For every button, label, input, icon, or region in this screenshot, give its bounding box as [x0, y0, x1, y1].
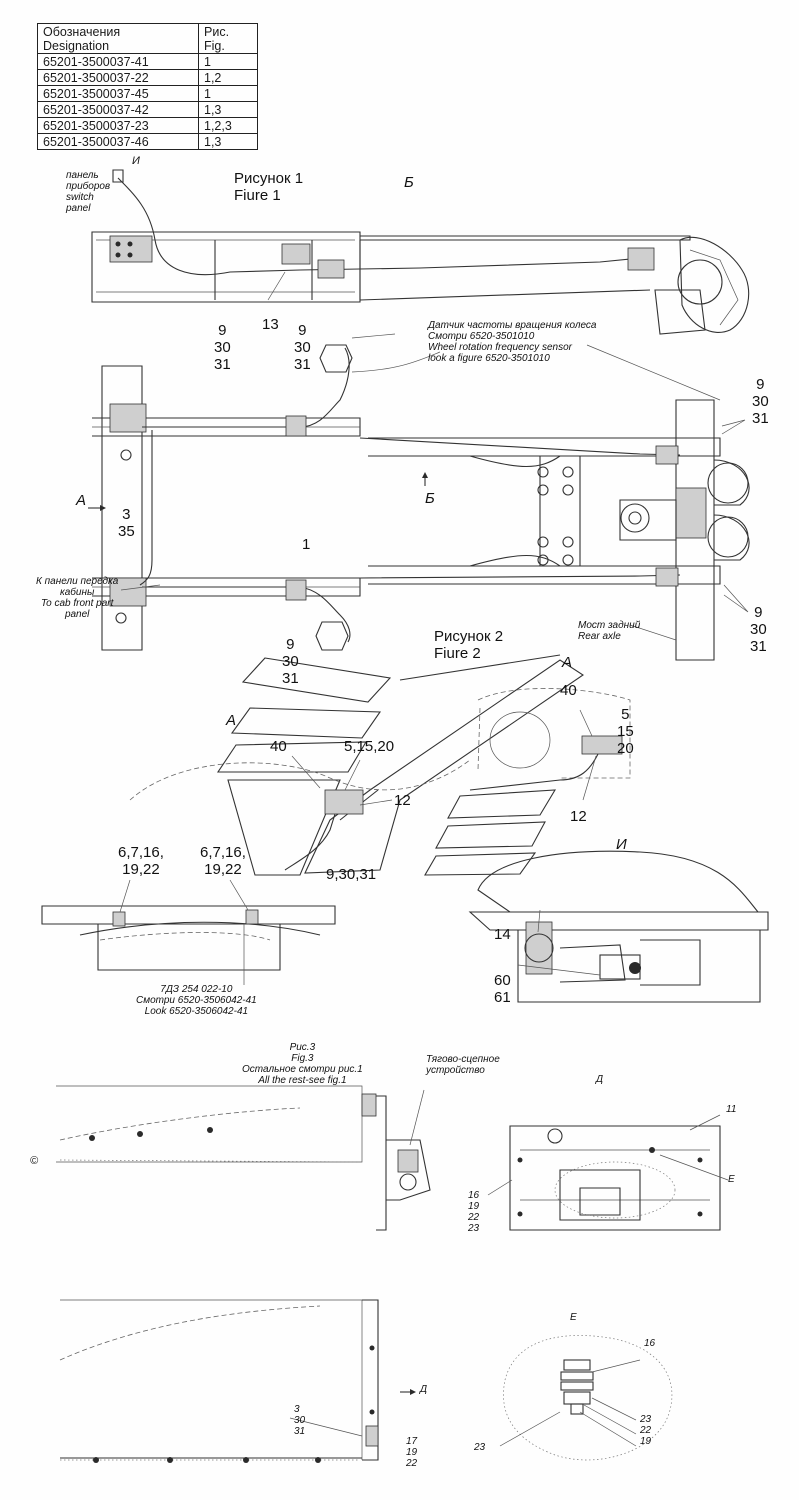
position-5-15-20-right: 5 15 20	[617, 706, 634, 757]
table-row: 65201-3500037-22 1,2	[37, 69, 258, 86]
position-17-19-22: 17 19 22	[406, 1436, 418, 1469]
coupling-label: Тягово-сцепное устройство	[426, 1054, 500, 1076]
fig-cell: 1	[198, 85, 258, 102]
designation-cell: 65201-3500037-23	[37, 117, 199, 134]
designation-cell: 65201-3500037-41	[37, 53, 199, 70]
designation-cell: 65201-3500037-46	[37, 133, 199, 150]
table-row: 65201-3500037-23 1,2,3	[37, 117, 258, 134]
view-a-fig2-right-label: А	[562, 654, 573, 671]
ref-7dz-note: 7ДЗ 254 022-10 Смотри 6520-3506042-41 Lo…	[136, 984, 257, 1017]
position-3-30-31: 3 30 31	[294, 1404, 306, 1437]
position-11: 11	[726, 1104, 737, 1115]
position-12-right: 12	[570, 808, 587, 825]
view-e-ref-label: Е	[728, 1174, 735, 1185]
position-5-15-20-left: 5,15,20	[344, 738, 395, 755]
position-16-19-22-23: 16 19 22 23	[468, 1190, 480, 1234]
table-row: 65201-3500037-45 1	[37, 85, 258, 102]
fig-cell: 1,2	[198, 69, 258, 86]
view-a-fig2-label: А	[226, 712, 237, 729]
position-13: 13	[262, 316, 279, 333]
fig1-title: Рисунок 1 Fiure 1	[234, 170, 304, 204]
table-row: 65201-3500037-41 1	[37, 53, 258, 70]
rear-axle-label: Мост задний Rear axle	[578, 620, 641, 642]
fig3-side-view	[56, 1085, 431, 1231]
header-fig: Рис. Fig.	[198, 23, 258, 54]
fig1-plan-view	[88, 344, 750, 661]
view-i-cab-detail	[468, 850, 769, 1003]
sensor-note: Датчик частоты вращения колеса Смотри 65…	[428, 320, 597, 364]
fig-cell: 1,2,3	[198, 117, 258, 134]
position-6-7-16-b: 6,7,16, 19,22	[200, 844, 246, 878]
position-40-right: 40	[560, 682, 577, 699]
position-23-22-19: 23 22 19	[640, 1414, 652, 1447]
position-9-30-31-c: 9 30 31	[752, 376, 769, 427]
position-9-30-31-d: 9 30 31	[282, 636, 299, 687]
view-e-title: Е	[570, 1312, 577, 1323]
table-header-row: Обозначения Designation Рис. Fig.	[37, 23, 258, 54]
fig-cell: 1,3	[198, 101, 258, 118]
position-60-61: 60 61	[494, 972, 511, 1006]
view-a-left-label: А	[76, 492, 87, 509]
fig3-title: Рис.3 Fig.3 Остальное смотри рис.1 All t…	[242, 1042, 363, 1086]
position-14: 14	[494, 926, 511, 943]
position-12-left: 12	[394, 792, 411, 809]
fig1-side-view	[91, 169, 750, 335]
position-9-30-31-a: 9 30 31	[214, 322, 231, 373]
header-designation: Обозначения Designation	[37, 23, 199, 54]
cab-panel-label: К панели передка кабины To cab front par…	[36, 576, 119, 620]
position-16-e: 16	[644, 1338, 656, 1349]
position-23-left: 23	[474, 1442, 486, 1453]
fig2-perspective	[129, 654, 631, 876]
table-row: 65201-3500037-42 1,3	[37, 101, 258, 118]
fig-cell: 1	[198, 53, 258, 70]
designation-cell: 65201-3500037-45	[37, 85, 199, 102]
view-b-mid-label: Б	[425, 490, 435, 507]
position-9-30-31-b: 9 30 31	[294, 322, 311, 373]
view-d-arrow-label: Д	[420, 1384, 428, 1395]
bottom-side-view	[59, 1299, 416, 1463]
position-3-35: 3 35	[118, 506, 135, 540]
designation-cell: 65201-3500037-22	[37, 69, 199, 86]
view-d-detail	[487, 1114, 729, 1231]
designation-cell: 65201-3500037-42	[37, 101, 199, 118]
view-e-detail	[499, 1335, 673, 1461]
scan-mark: ©	[30, 1155, 39, 1167]
switch-panel-label: панель приборов switch panel	[66, 170, 111, 214]
position-1: 1	[302, 536, 311, 553]
position-6-7-16-a: 6,7,16, 19,22	[118, 844, 164, 878]
fig2-bumper-view	[41, 879, 336, 985]
position-40-left: 40	[270, 738, 287, 755]
view-i-arrow-label: И	[132, 155, 140, 167]
position-9-30-31-e: 9 30 31	[750, 604, 767, 655]
table-row: 65201-3500037-46 1,3	[37, 133, 258, 150]
view-d-label: Д	[596, 1074, 604, 1085]
designation-table: Обозначения Designation Рис. Fig. 65201-…	[37, 23, 258, 150]
view-b-top-label: Б	[404, 174, 414, 191]
position-9-30-31-line: 9,30,31	[326, 866, 377, 883]
view-i-label: И	[616, 836, 627, 853]
fig-cell: 1,3	[198, 133, 258, 150]
fig2-title: Рисунок 2 Fiure 2	[434, 628, 504, 662]
